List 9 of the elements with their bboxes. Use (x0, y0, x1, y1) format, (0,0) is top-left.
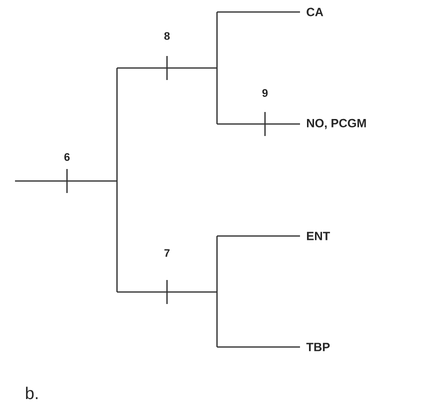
taxon-label: NO, PCGM (307, 118, 366, 130)
character-number: 7 (164, 249, 170, 257)
character-number: 6 (64, 153, 70, 161)
taxon-label: CA (306, 8, 324, 16)
taxon-label: ENT (307, 232, 330, 240)
character-number: 9 (262, 89, 268, 97)
character-number: 8 (164, 32, 170, 40)
panel-label: b. (26, 386, 38, 400)
taxon-label: TBP (306, 342, 330, 352)
